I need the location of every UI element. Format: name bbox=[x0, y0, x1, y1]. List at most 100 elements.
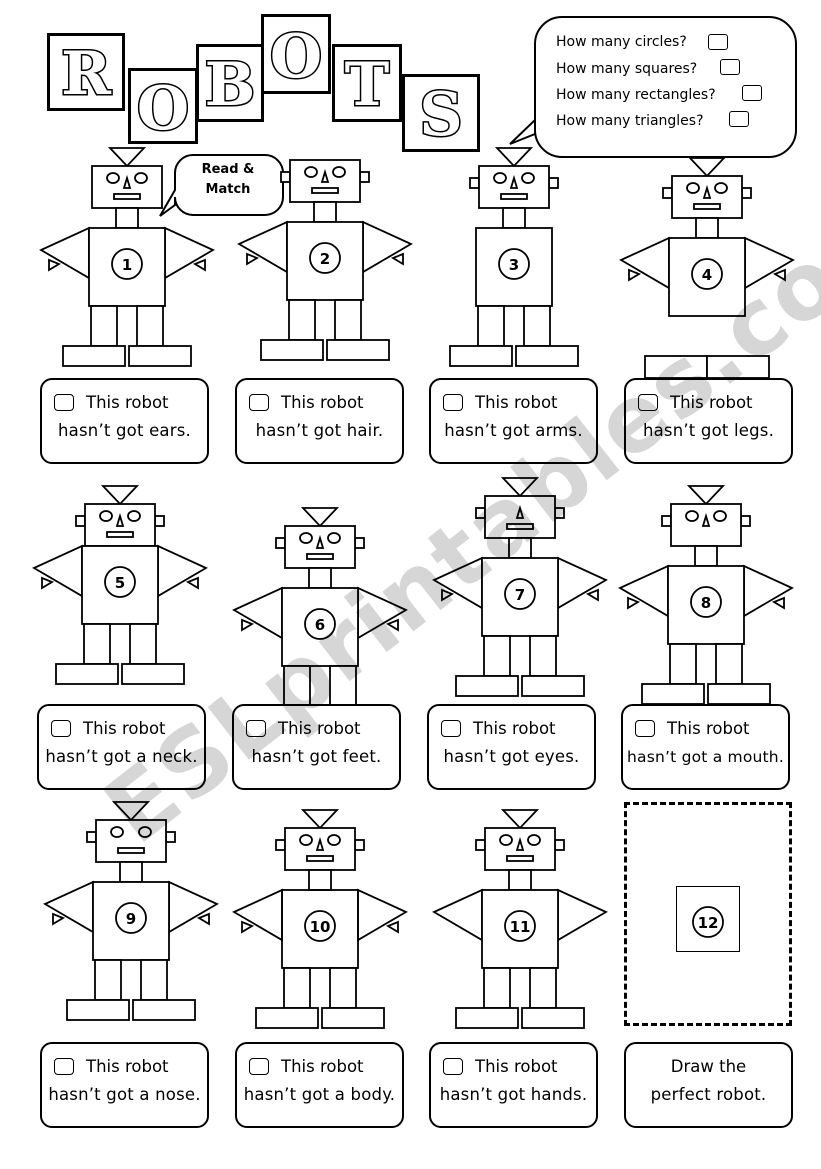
robot-ear bbox=[86, 831, 97, 843]
robot-hand bbox=[241, 920, 255, 934]
robot-number: 5 bbox=[115, 574, 125, 592]
answer-box-triangles[interactable] bbox=[729, 111, 749, 127]
title-letter: O bbox=[270, 22, 322, 91]
robot: 1 bbox=[39, 147, 215, 367]
robot-hand bbox=[771, 596, 785, 610]
answer-box-circles[interactable] bbox=[708, 34, 728, 50]
robot-eye bbox=[106, 172, 120, 184]
match-checkbox[interactable] bbox=[443, 1058, 463, 1075]
robot-ear bbox=[354, 839, 365, 851]
read-match-label: Read & Match bbox=[180, 160, 276, 200]
title-letter-box: B bbox=[196, 44, 264, 122]
card-line2: hasn’t got a mouth. bbox=[627, 748, 784, 766]
robot-number-badge bbox=[115, 902, 147, 934]
robot-ear bbox=[475, 839, 486, 851]
robot-foot bbox=[641, 683, 705, 705]
robot-ear bbox=[662, 187, 673, 199]
robot-eye bbox=[499, 834, 513, 846]
draw-area-body-square bbox=[676, 886, 740, 952]
robot-hand bbox=[41, 576, 55, 590]
robot-foot bbox=[521, 675, 585, 697]
title-letter-box: S bbox=[402, 74, 480, 152]
match-checkbox[interactable] bbox=[51, 720, 71, 737]
robot-mouth bbox=[693, 203, 721, 210]
robot-ear bbox=[475, 507, 486, 519]
match-checkbox[interactable] bbox=[443, 394, 463, 411]
answer-box-squares[interactable] bbox=[720, 59, 740, 75]
robot-mouth bbox=[106, 531, 134, 538]
robot-foot bbox=[515, 345, 579, 367]
match-checkbox[interactable] bbox=[635, 720, 655, 737]
robot-hand bbox=[196, 912, 210, 926]
robot-foot bbox=[260, 339, 324, 361]
robot-number: 10 bbox=[310, 918, 331, 936]
card-line1: This robot bbox=[83, 719, 166, 738]
robot-neck bbox=[508, 537, 532, 559]
robot-hair bbox=[687, 157, 727, 178]
robot-foot bbox=[55, 663, 119, 685]
robot-eye bbox=[327, 532, 341, 544]
robot-eye bbox=[332, 166, 346, 178]
card-line2: hasn’t got eyes. bbox=[443, 747, 580, 766]
question-triangles: How many triangles? bbox=[556, 113, 704, 129]
match-checkbox[interactable] bbox=[249, 394, 269, 411]
robot: 2 bbox=[237, 159, 413, 361]
robot-leg bbox=[283, 665, 311, 707]
robot-nose bbox=[702, 184, 712, 199]
title-letter: O bbox=[137, 74, 189, 141]
robot-number-badge bbox=[504, 578, 536, 610]
match-checkbox[interactable] bbox=[246, 720, 266, 737]
robot-leg bbox=[90, 305, 118, 347]
robot-eye bbox=[714, 182, 728, 194]
robot-nose bbox=[115, 512, 125, 527]
question-circles: How many circles? bbox=[556, 34, 687, 50]
robot-foot bbox=[707, 683, 771, 705]
robot-ear bbox=[354, 537, 365, 549]
match-checkbox[interactable] bbox=[54, 1058, 74, 1075]
card-line2: hasn’t got a nose. bbox=[48, 1085, 201, 1104]
match-checkbox[interactable] bbox=[249, 1058, 269, 1075]
robot: 9 bbox=[43, 801, 219, 1021]
robot-hand bbox=[627, 596, 641, 610]
robot-mouth bbox=[506, 523, 534, 530]
robot-number: 12 bbox=[698, 914, 719, 932]
answer-box-rectangles[interactable] bbox=[742, 85, 762, 101]
robot: 7 bbox=[432, 477, 608, 697]
card-line1: This robot bbox=[86, 393, 169, 412]
card-line2: hasn’t got a body. bbox=[243, 1085, 396, 1104]
robot-eye bbox=[713, 510, 727, 522]
robot-hand bbox=[772, 268, 786, 282]
robot-foot bbox=[706, 355, 770, 379]
robot-mouth bbox=[311, 187, 339, 194]
robot-number-badge: 12 bbox=[692, 906, 724, 938]
read-match-line2: Match bbox=[205, 182, 251, 197]
robot-number: 11 bbox=[510, 918, 531, 936]
robot-hair bbox=[100, 485, 140, 506]
robot-foot bbox=[128, 345, 192, 367]
title-letter-box: O bbox=[261, 14, 331, 94]
robot-number: 8 bbox=[701, 594, 711, 612]
title-letter: T bbox=[345, 50, 390, 119]
card-line1: This robot bbox=[281, 1057, 364, 1076]
card-line2: perfect robot. bbox=[650, 1085, 767, 1104]
robot-ear bbox=[75, 515, 86, 527]
robot: 10 bbox=[232, 809, 408, 1029]
card-line2: hasn’t got feet. bbox=[251, 747, 382, 766]
card-line1: This robot bbox=[281, 393, 364, 412]
robot-mouth bbox=[506, 855, 534, 862]
draw-area[interactable] bbox=[624, 802, 792, 1026]
match-checkbox[interactable] bbox=[54, 394, 74, 411]
robot-eye bbox=[99, 510, 113, 522]
robot-foot bbox=[326, 339, 390, 361]
card-line1: This robot bbox=[475, 393, 558, 412]
match-checkbox[interactable] bbox=[638, 394, 658, 411]
match-checkbox[interactable] bbox=[441, 720, 461, 737]
robot-neck bbox=[308, 869, 332, 891]
robot-eye bbox=[527, 834, 541, 846]
robot-leg bbox=[283, 967, 311, 1009]
robot-number-badge bbox=[304, 608, 336, 640]
robot-leg bbox=[529, 635, 557, 677]
robot: 4 bbox=[619, 157, 795, 379]
robot-mouth bbox=[113, 193, 141, 200]
